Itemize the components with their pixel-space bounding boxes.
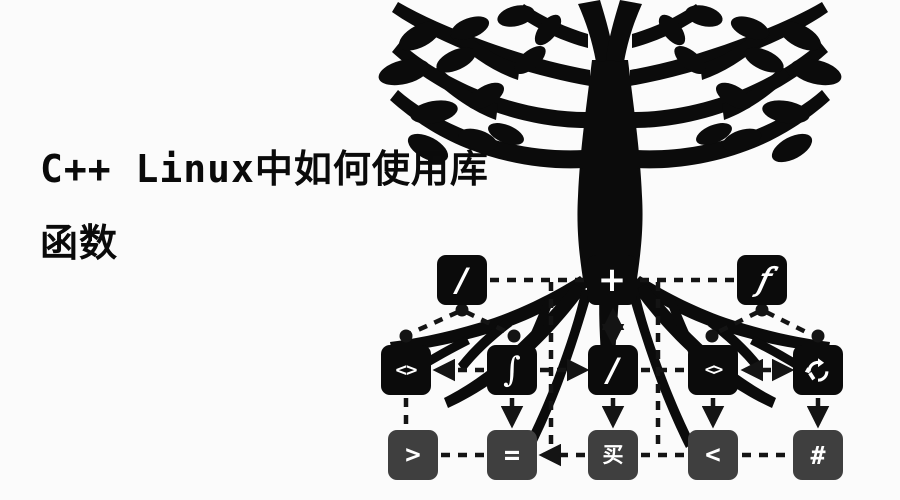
function-icon: 𝑓 bbox=[756, 261, 768, 298]
plus-icon: + bbox=[597, 260, 627, 300]
greater-than-icon: > bbox=[405, 440, 421, 470]
cjk-glyph-icon: 买 bbox=[602, 442, 624, 467]
code-brackets-icon: <> bbox=[704, 359, 724, 380]
node-code-brackets-right[interactable]: <> bbox=[688, 345, 738, 395]
node-cjk-glyph[interactable]: 买 bbox=[588, 430, 638, 480]
junction-dot bbox=[507, 329, 521, 343]
node-hash[interactable]: # bbox=[793, 430, 843, 480]
node-greater-than[interactable]: > bbox=[388, 430, 438, 480]
junction-dot bbox=[755, 303, 769, 317]
edge-div-fork-right bbox=[465, 309, 512, 337]
junction-dot bbox=[455, 303, 469, 317]
node-recycle[interactable] bbox=[793, 345, 843, 395]
node-integral[interactable]: ∫ bbox=[487, 345, 537, 395]
node-equals[interactable]: = bbox=[487, 430, 537, 480]
less-than-icon: < bbox=[705, 440, 721, 470]
circular-arrows-icon bbox=[804, 358, 829, 382]
node-plus[interactable]: + bbox=[587, 255, 637, 305]
junction-dot bbox=[705, 329, 719, 343]
page-title: C++ Linux中如何使用库 函数 bbox=[40, 150, 510, 262]
slash-icon: / bbox=[607, 351, 619, 389]
edge-function-fork-right bbox=[764, 309, 812, 337]
title-line-primary: C++ Linux中如何使用库 bbox=[40, 147, 489, 191]
junction-dot bbox=[399, 329, 413, 343]
hash-icon: # bbox=[810, 440, 826, 470]
node-code-brackets-left[interactable]: <> bbox=[381, 345, 431, 395]
code-brackets-icon: <> bbox=[395, 358, 418, 381]
junction-dot bbox=[811, 329, 825, 343]
title-line-secondary: 函数 bbox=[40, 221, 119, 265]
edge-div-fork-left bbox=[408, 309, 459, 337]
node-slash-mid[interactable]: / bbox=[588, 345, 638, 395]
node-less-than[interactable]: < bbox=[688, 430, 738, 480]
integral-icon: ∫ bbox=[503, 350, 521, 390]
edge-function-fork-left bbox=[712, 309, 760, 337]
node-slash-top[interactable]: / bbox=[437, 255, 487, 305]
equals-icon: = bbox=[503, 439, 521, 471]
node-function[interactable]: 𝑓 bbox=[737, 255, 787, 305]
slash-icon: / bbox=[456, 261, 468, 299]
